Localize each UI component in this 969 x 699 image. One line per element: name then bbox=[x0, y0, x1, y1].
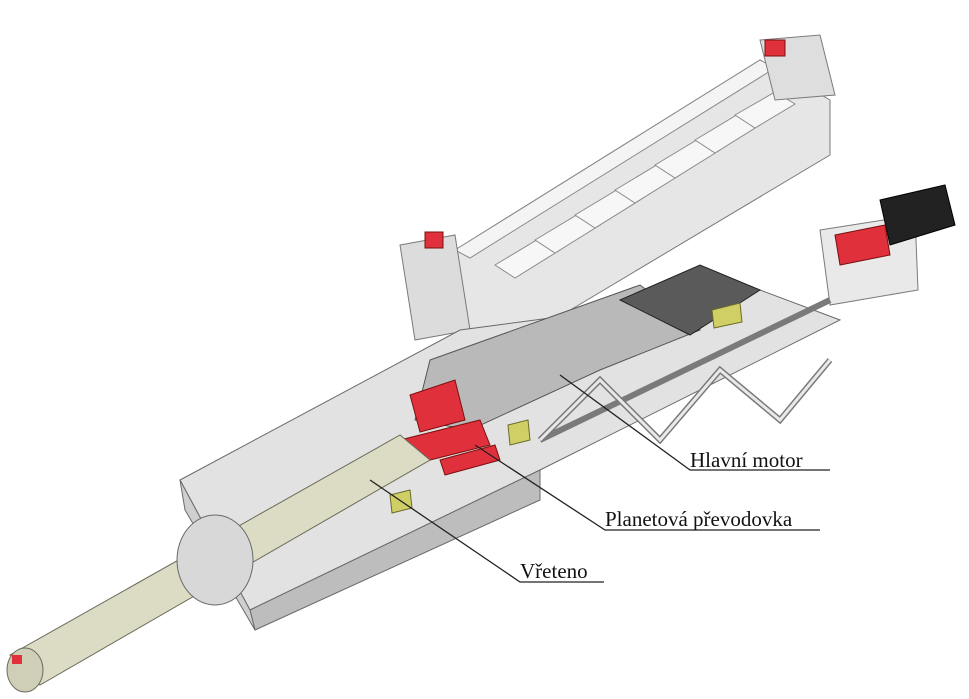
red-mount-top bbox=[764, 39, 786, 57]
spindle-end bbox=[6, 647, 44, 693]
leader-main-motor bbox=[559, 374, 830, 471]
leader-spindle bbox=[369, 479, 604, 583]
leader-gearbox bbox=[474, 444, 820, 531]
section-cut-fill bbox=[414, 284, 702, 431]
red-mount-left bbox=[424, 231, 444, 249]
front-flange bbox=[176, 514, 254, 606]
label-main-motor: Hlavní motor bbox=[690, 448, 803, 472]
back-wall-ribs bbox=[494, 91, 796, 279]
leader-lines bbox=[369, 374, 830, 583]
main-motor-body bbox=[879, 184, 956, 246]
motor-coupling bbox=[834, 224, 891, 266]
truss-frame-face bbox=[538, 359, 832, 443]
bore-cylinder bbox=[618, 264, 762, 336]
label-spindle: Vřeteno bbox=[520, 559, 588, 583]
red-spindle-tip bbox=[12, 655, 22, 664]
label-planetary-gearbox: Planetová převodovka bbox=[605, 507, 793, 531]
